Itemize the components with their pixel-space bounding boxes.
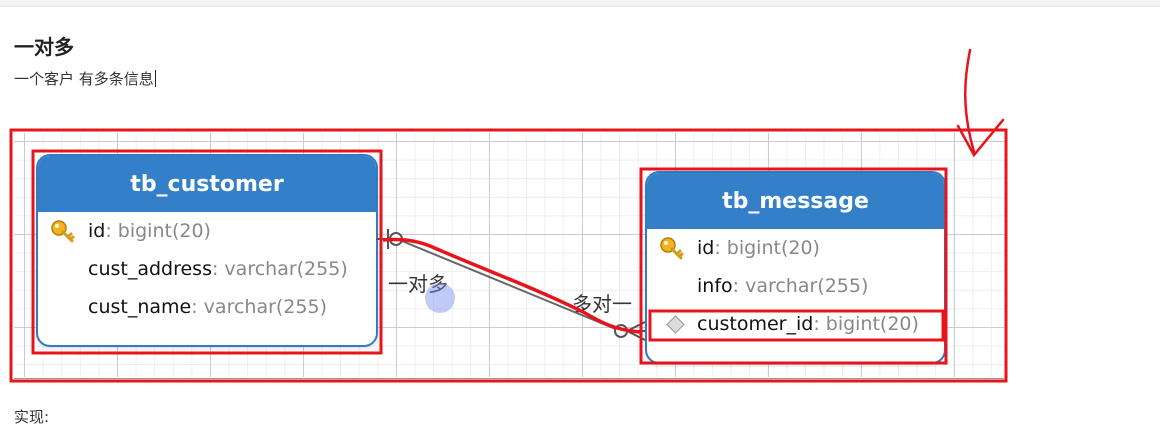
column-type: : varchar(255) <box>732 275 869 297</box>
column-name: info <box>697 275 733 297</box>
page-heading: 一对多 <box>14 35 74 59</box>
column-row[interactable]: customer_id: bigint(20) <box>647 305 944 343</box>
foreign-key-icon <box>666 315 685 334</box>
table-tb-message[interactable]: tb_message id: bigint(20) info: varchar(… <box>645 171 946 364</box>
column-name: id <box>88 220 106 242</box>
column-type: : varchar(255) <box>191 296 327 318</box>
column-type: : bigint(20) <box>714 237 820 259</box>
description-text[interactable]: 一个客户 有多条信息 <box>14 68 156 89</box>
column-type: : bigint(20) <box>813 313 919 335</box>
primary-key-icon <box>51 220 75 243</box>
column-row[interactable]: id: bigint(20) <box>647 229 944 267</box>
footer-text: 实现: <box>14 408 50 426</box>
relationship-label-many-to-one: 多对一 <box>572 292 632 316</box>
table-tb-customer[interactable]: tb_customer id: bigint(20) cust_address:… <box>36 154 378 347</box>
column-row[interactable]: info: varchar(255) <box>647 267 944 305</box>
description-content: 一个客户 有多条信息 <box>14 70 154 88</box>
top-bar <box>0 0 1160 7</box>
column-name: customer_id <box>697 313 814 335</box>
table-title: tb_customer <box>38 156 376 212</box>
text-caret <box>154 70 156 87</box>
column-row[interactable]: cust_name: varchar(255) <box>38 288 376 326</box>
cursor-highlight <box>425 283 455 313</box>
column-type: : bigint(20) <box>105 220 211 242</box>
column-row[interactable]: cust_address: varchar(255) <box>38 250 376 288</box>
column-name: id <box>697 237 715 259</box>
column-name: cust_name <box>88 296 192 318</box>
column-row[interactable]: id: bigint(20) <box>38 212 376 250</box>
column-type: : varchar(255) <box>211 258 348 280</box>
column-name: cust_address <box>88 258 212 280</box>
primary-key-icon <box>660 237 684 260</box>
table-title: tb_message <box>647 173 944 229</box>
diagram-scale <box>14 378 1004 385</box>
